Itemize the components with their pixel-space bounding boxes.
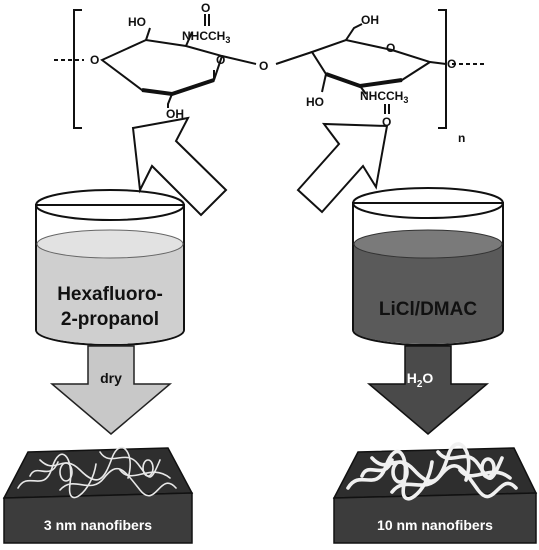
ring1-oh-label: OH: [166, 107, 184, 121]
ring2-link: [429, 61, 447, 65]
ring1-link: [221, 55, 257, 65]
left-nanofiber-block: 3 nm nanofibers: [2, 446, 194, 544]
ring1-sub-top-left: [145, 27, 151, 41]
fiber: [17, 453, 97, 499]
repeat-n-label: n: [458, 131, 465, 145]
ring2-sub-bottom-left: [321, 73, 327, 93]
ring2-carbonyl: [384, 104, 390, 114]
ring2-sub-top: [345, 23, 363, 41]
left-liquid-surface: [36, 229, 184, 259]
left-beaker: Hexafluoro- 2-propanol: [35, 189, 185, 346]
left-solvent-line1: Hexafluoro-: [57, 284, 163, 305]
right-nanofiber-block: 10 nm nanofibers: [332, 442, 538, 544]
ring2-carbonyl-o-label: O: [382, 115, 391, 129]
right-process-arrow-shape: [366, 345, 490, 435]
right-nanofibers: [346, 442, 518, 501]
left-result-label: 3 nm nanofibers: [44, 517, 152, 533]
right-bracket: [438, 9, 447, 129]
left-beaker-rim: [35, 189, 185, 221]
ring-oxygen-1: O: [216, 53, 225, 67]
ring2-right-o-label: O: [447, 57, 456, 71]
fiber-loop: [391, 460, 409, 484]
left-bracket: [73, 9, 82, 129]
ring1-carbonyl: [204, 14, 210, 26]
fiber-loop: [142, 459, 154, 477]
bridge-o-label: O: [259, 59, 268, 73]
ring-1: [100, 38, 224, 96]
left-block-front: [3, 492, 193, 544]
fiber: [39, 446, 131, 481]
right-input-arrow: [296, 122, 389, 214]
left-nanofibers: [17, 446, 177, 499]
left-process-arrow-shape: [49, 345, 173, 435]
right-liquid-surface: [353, 229, 503, 259]
ring2-oh-label: OH: [361, 13, 379, 27]
chitin-structure: [54, 9, 486, 129]
fiber-loop: [59, 462, 73, 482]
fiber: [346, 449, 434, 501]
ring2-sub-bottom-right: [359, 85, 367, 95]
ring2-ho-label: HO: [306, 95, 324, 109]
bridge-to-ring2: [275, 51, 313, 65]
fiber: [99, 451, 161, 478]
ring-2-thick: [325, 72, 403, 89]
fiber: [29, 461, 171, 479]
left-input-arrow: [131, 116, 228, 217]
ring1-ho-label: HO: [128, 15, 146, 29]
right-beaker: LiCl/DMAC: [352, 187, 504, 346]
left-beaker-liquid: [37, 244, 183, 344]
structure-labels: HO O NHCCH3 OH O O O OH O HO NHCCH3 O O …: [90, 1, 465, 145]
right-block-front: [333, 492, 537, 544]
right-process-arrow: H2O: [366, 345, 490, 435]
ring1-sub-top-right: [185, 31, 193, 47]
fiber-loop: [480, 457, 496, 479]
ring-oxygen-2: O: [386, 41, 395, 55]
left-process-arrow: dry: [49, 345, 173, 435]
right-process-label: H2O: [407, 370, 434, 390]
fiber: [59, 467, 177, 497]
ring-2: [310, 38, 433, 88]
ring1-sub-bottom: [167, 93, 173, 108]
right-solvent-label: LiCl/DMAC: [379, 299, 477, 320]
ring1-carbonyl-o-label: O: [201, 1, 210, 15]
right-beaker-liquid: [354, 244, 502, 344]
left-solvent-line2: 2-propanol: [61, 309, 159, 330]
right-result-label: 10 nm nanofibers: [377, 517, 493, 533]
left-process-label: dry: [100, 370, 122, 386]
ring1-left-o-label: O: [90, 53, 99, 67]
ring2-nhacetyl-label: NHCCH3: [360, 89, 408, 105]
ring-1-thick: [141, 78, 215, 97]
right-beaker-rim: [352, 187, 504, 219]
ring1-nhacetyl-label: NHCCH3: [182, 29, 230, 45]
